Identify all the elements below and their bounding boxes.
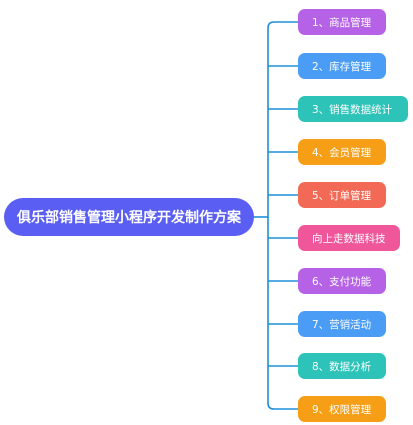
topic-node-inventory-management[interactable]: 2、库存管理	[298, 53, 386, 79]
topic-node-product-management[interactable]: 1、商品管理	[298, 9, 386, 35]
topic-node-order-management[interactable]: 5、订单管理	[298, 182, 386, 208]
topic-node-member-management[interactable]: 4、会员管理	[298, 139, 386, 165]
topic-node-permission-management[interactable]: 9、权限管理	[298, 396, 386, 422]
branch-connector-0	[267, 21, 298, 29]
root-topic-node[interactable]: 俱乐部销售管理小程序开发制作方案	[4, 198, 254, 236]
topic-node-marketing[interactable]: 7、营销活动	[298, 311, 386, 337]
topic-node-payment[interactable]: 6、支付功能	[298, 268, 386, 294]
branch-connector-9	[267, 402, 298, 410]
topic-node-data-analysis[interactable]: 8、数据分析	[298, 353, 386, 379]
topic-node-sales-statistics[interactable]: 3、销售数据统计	[298, 96, 408, 122]
topic-node-company-tag[interactable]: 向上走数据科技	[298, 225, 400, 251]
